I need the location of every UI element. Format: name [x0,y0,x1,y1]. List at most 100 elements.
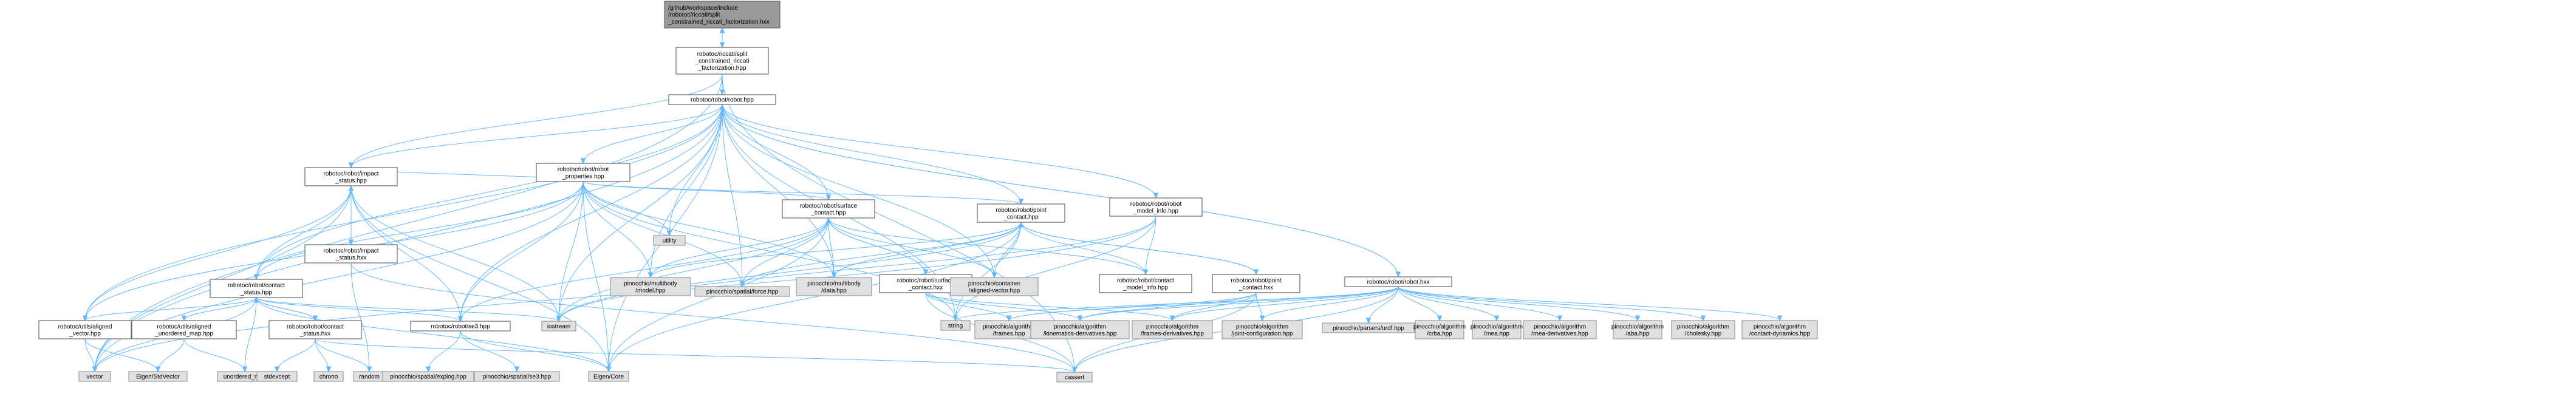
edge-line [722,104,995,278]
node-pin-urdf: pinocchio/parsers/urdf.hpp [1322,322,1415,333]
edge-line [183,297,257,321]
edge-line [650,222,1022,278]
node-contact-model-info[interactable]: robotoc/robot/contact_model_info.hpp [1099,274,1192,293]
node-label-line: Eigen/Core [593,374,624,381]
edge-arrowhead [580,158,586,165]
edge-line [722,104,835,278]
node-pin-frames-deriv: pinocchio/algorithm/frames-derivatives.h… [1132,320,1213,339]
edge-robot_hxx-to-robot_hpp [719,103,1399,277]
edge-line [558,217,829,322]
edge-line [583,181,651,278]
node-label-line: /cholesky.hpp [1685,330,1722,337]
edge-arrowhead [92,366,98,373]
edge-arrowhead [1143,269,1149,276]
edge-point_contact-to-pin_model [647,222,1022,279]
node-box [536,163,630,182]
node-label-line: /frames.hpp [993,330,1025,337]
edge-line [1172,286,1399,321]
edge-impact_status-to-contact_status [253,185,352,281]
node-utils-aligned-umap[interactable]: robotoc/utils/aligned_unordered_map.hpp [131,320,237,339]
node-box [1671,320,1735,339]
edge-line [828,217,835,278]
edge-line [583,181,670,236]
edge-arrowhead [606,366,612,373]
edge-line [428,330,461,372]
edge-se3-to-eigen_core [460,330,612,373]
node-contact-status[interactable]: robotoc/robot/contact_status.hpp [210,279,303,298]
node-label-line: _status.hxx [299,330,331,337]
edge-line [94,185,352,372]
edge-arrowhead [82,315,88,322]
node-point-contact[interactable]: robotoc/robot/point_contact.hpp [977,203,1065,223]
edge-arrowhead [1635,315,1641,322]
edge-line [276,338,316,372]
edge-arrowhead [952,315,958,322]
node-pin-explog: pinocchio/spatial/explog.hpp [382,371,474,382]
node-box [1613,320,1662,339]
node-label-line: /joint-configuration.hpp [1231,330,1293,337]
edge-line [608,222,1022,372]
node-label-line: /rnea.hpp [1484,330,1510,337]
edge-robot_hxx-to-pin_cholesky [1398,286,1706,322]
edge-line [1398,286,1780,321]
edge-se3-to-pin_explog [425,330,461,373]
edge-line [583,181,609,372]
edge-arrowhead [181,315,187,322]
node-box [541,321,576,332]
edge-contact_status-to-iostream [256,297,562,322]
node-robot-hxx[interactable]: robotoc/robot/robot.hxx [1344,276,1452,287]
node-robot-props[interactable]: robotoc/robot/robot_properties.hpp [536,163,630,182]
edge-line [558,104,723,322]
node-scrf[interactable]: robotoc/riccati/split_constrained_riccat… [675,47,769,75]
node-box [1472,320,1522,339]
node-impact-status-hxx[interactable]: robotoc/robot/impact_status.hxx [304,244,398,264]
node-label-line: robotoc/utils/aligned [157,324,211,330]
edge-robot_hpp-to-robot_model_info [722,104,1159,199]
node-box [410,321,511,332]
edge-line [1020,222,1257,275]
node-robot-model-info[interactable]: robotoc/robot/robot_model_info.hpp [1109,197,1203,217]
edge-robot_props-to-pin_force [583,181,745,288]
node-label-line: /model.hpp [635,287,666,294]
edge-se3-to-pin_se3 [460,330,520,373]
edge-robot_hpp-to-point_contact [722,104,1024,205]
node-box [782,199,875,219]
edge-line [244,297,257,372]
edge-surface_contact-to-iostream [556,217,829,322]
node-label-line: robotoc/robot/impact [323,248,378,254]
edge-line [183,338,245,372]
edge-line [925,292,1010,321]
edge-line [84,338,159,372]
node-label-line: _constrained_riccati_factorization.hxx [668,19,770,26]
edge-line [722,104,1156,199]
node-label-line: pinocchio/algorithm [1054,324,1106,330]
edge-line [350,104,723,168]
node-label-line: robotoc/robot/robot.hxx [1367,279,1430,286]
node-box [977,203,1065,223]
node-se3[interactable]: robotoc/robot/se3.hpp [410,321,511,332]
edge-line [315,338,370,372]
node-utils-aligned-vector[interactable]: robotoc/utils/aligned_vector.hpp [38,320,132,339]
edge-line [558,222,1022,322]
node-label-line: pinocchio/algorithm [1236,324,1288,330]
node-robot-hpp[interactable]: robotoc/robot/robot.hpp [668,94,776,105]
node-box [304,244,398,264]
node-contact-status-hxx[interactable]: robotoc/robot/contact_status.hxx [268,320,362,339]
node-root[interactable]: /github/workspace/include/robotoc/riccat… [664,1,781,29]
edge-line [1008,286,1399,321]
edge-robot_hxx-to-pin_kin_deriv [1077,286,1399,322]
edge-line [460,330,609,372]
node-label-line: /aba.hpp [1626,330,1650,337]
node-box [210,279,303,298]
node-surface-contact[interactable]: robotoc/robot/surface_contact.hpp [782,199,875,219]
node-impact-status[interactable]: robotoc/robot/impact_status.hpp [304,167,398,186]
node-point-contact-hxx[interactable]: robotoc/robot/point_contact.hxx [1212,274,1300,293]
node-chrono: chrono [313,371,344,382]
edge-line [256,297,461,322]
edge-line [955,216,1156,321]
node-box [950,277,1039,296]
edge-scrf-to-impact_status [348,73,723,169]
edge-impact_status_hxx-to-impact_status [348,185,354,245]
node-label-line: pinocchio/multibody [624,281,677,287]
node-box [1523,320,1597,339]
